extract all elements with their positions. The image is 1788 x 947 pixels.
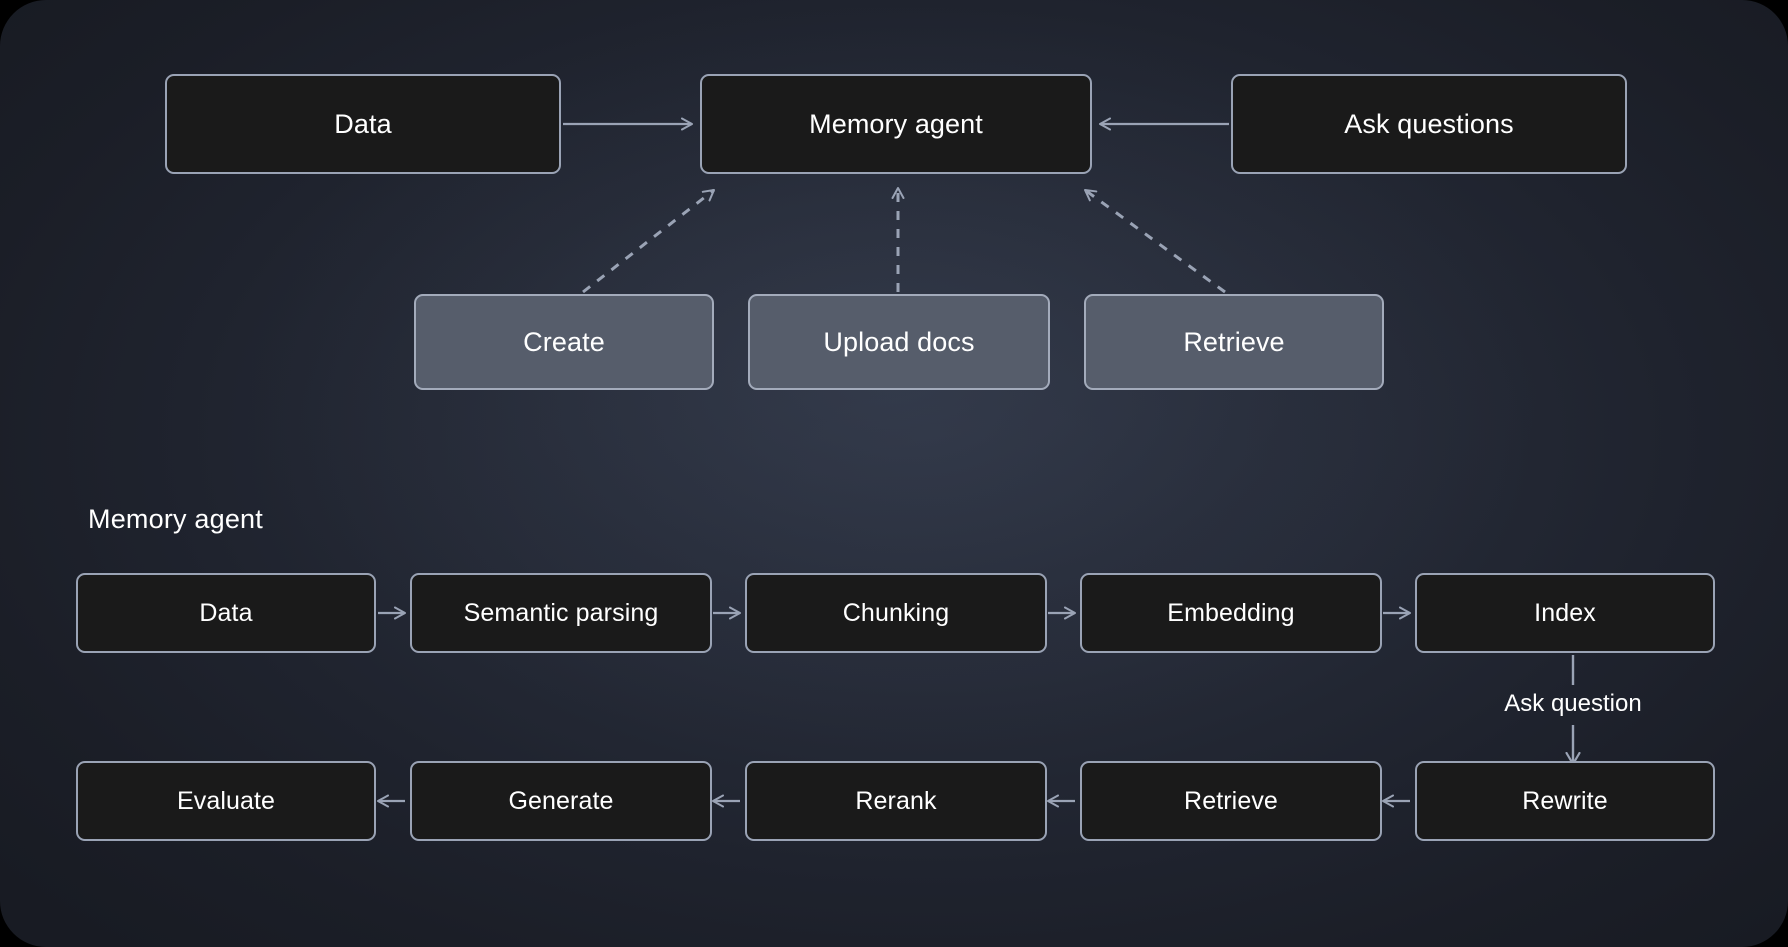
node-label: Evaluate [176,786,276,815]
node-label: Memory agent [809,108,983,139]
edge-create-to-memory-agent [582,188,715,294]
node-label: Ask questions [1344,108,1514,139]
node-label: Embedding [1167,598,1295,627]
node-label: Chunking [842,598,950,627]
node-label: Semantic parsing [463,598,659,627]
node-data[interactable]: Data [165,74,561,174]
node-label: Data [199,598,253,627]
node-create[interactable]: Create [414,294,714,390]
node-label: Upload docs [823,326,975,357]
node-pipeline-generate[interactable]: Generate [410,761,712,841]
edge-retrieve-to-memory-agent [1084,188,1226,294]
node-label: Data [334,108,392,139]
pipeline-section-title: Memory agent [88,504,263,534]
node-upload-docs[interactable]: Upload docs [748,294,1050,390]
node-pipeline-semantic-parsing[interactable]: Semantic parsing [410,573,712,653]
node-retrieve-tool[interactable]: Retrieve [1084,294,1384,390]
node-label: Rewrite [1522,786,1608,815]
node-pipeline-rerank[interactable]: Rerank [745,761,1047,841]
node-label: Retrieve [1183,326,1285,357]
node-label: Create [523,326,605,357]
node-label: Rerank [855,786,937,815]
node-memory-agent[interactable]: Memory agent [700,74,1092,174]
node-pipeline-retrieve[interactable]: Retrieve [1080,761,1382,841]
node-ask-questions[interactable]: Ask questions [1231,74,1627,174]
edge-label-ask-question: Ask question [1504,690,1642,717]
node-pipeline-evaluate[interactable]: Evaluate [76,761,376,841]
node-pipeline-rewrite[interactable]: Rewrite [1415,761,1715,841]
node-label: Index [1534,598,1596,627]
node-pipeline-embedding[interactable]: Embedding [1080,573,1382,653]
node-label: Generate [508,786,614,815]
node-pipeline-index[interactable]: Index [1415,573,1715,653]
node-pipeline-chunking[interactable]: Chunking [745,573,1047,653]
node-pipeline-data[interactable]: Data [76,573,376,653]
node-label: Retrieve [1184,786,1278,815]
